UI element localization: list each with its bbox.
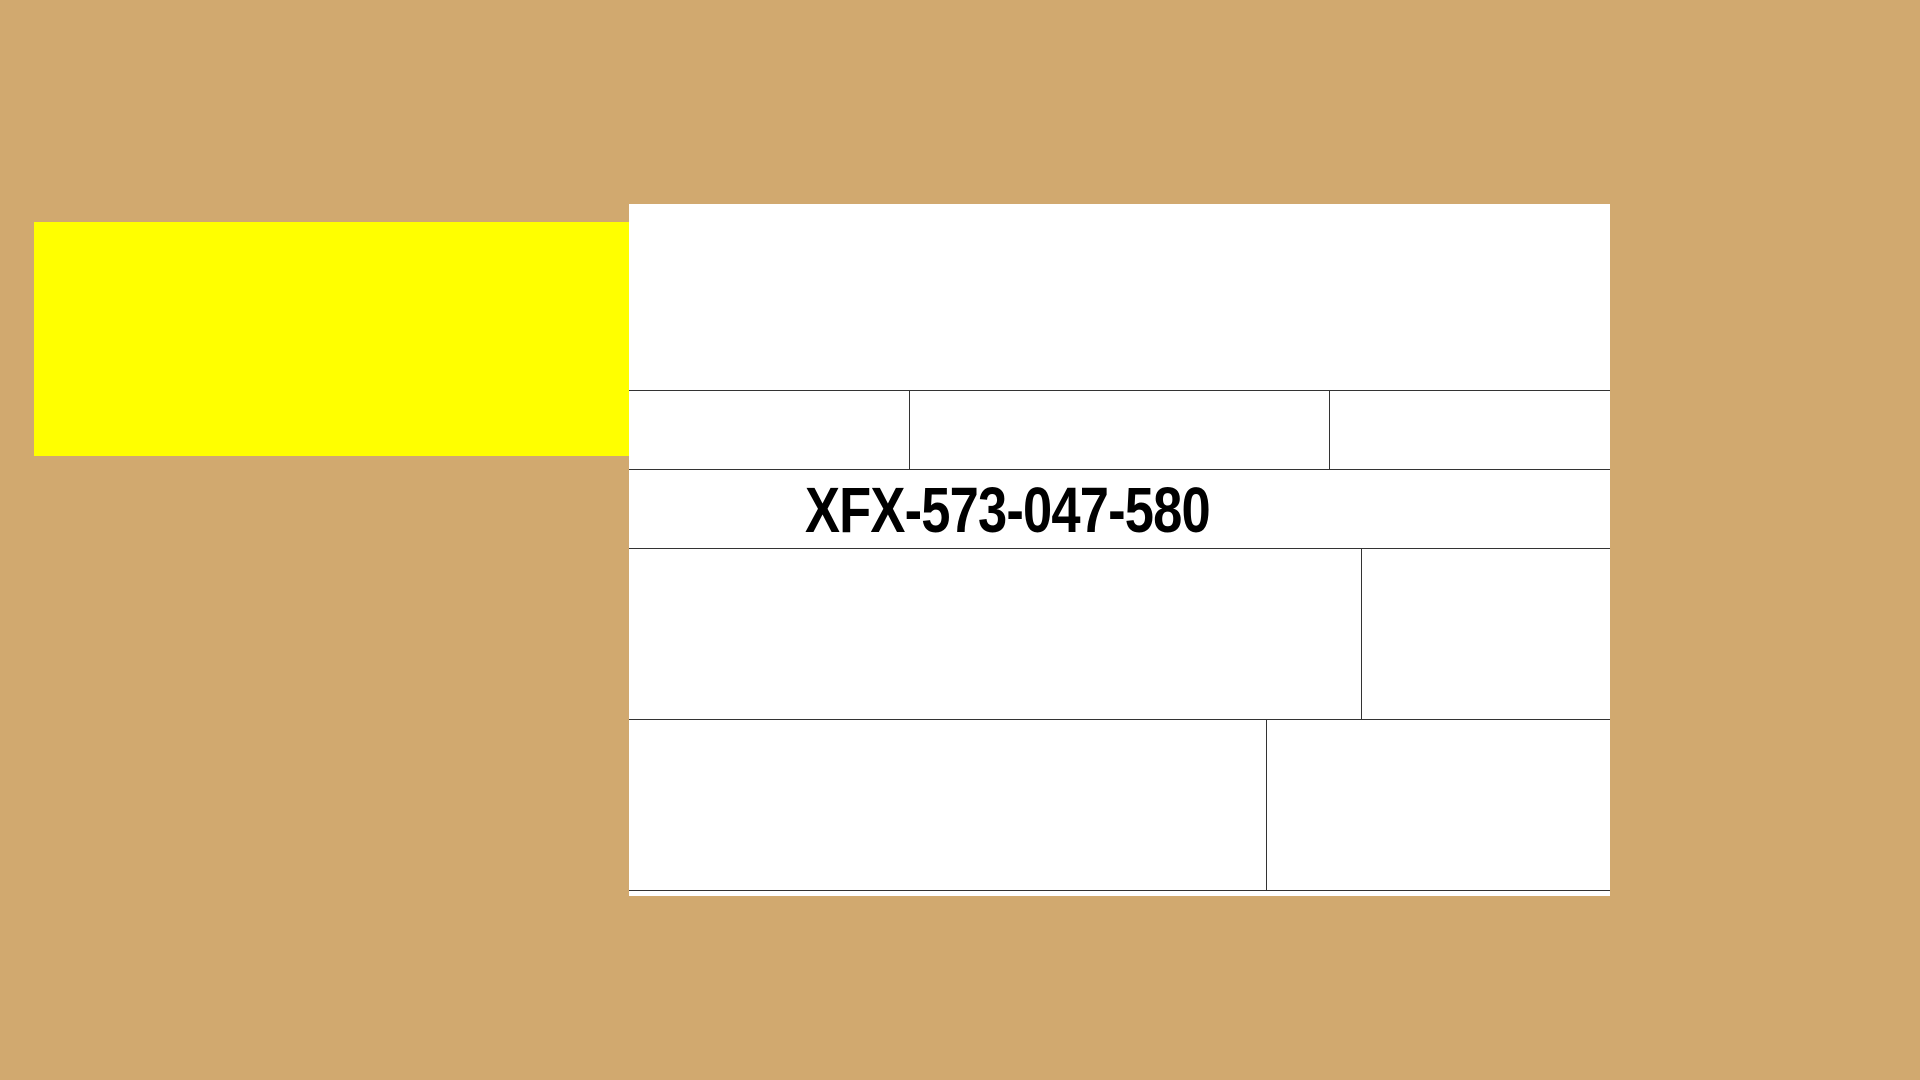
label-info-cell — [909, 391, 910, 469]
label-middle-cell — [1361, 549, 1362, 719]
label-middle-row — [629, 548, 1610, 719]
label-bottom-cell — [1266, 720, 1267, 890]
label-info-cell — [1329, 391, 1330, 469]
label-header-area — [629, 204, 1610, 390]
shipping-label: XFX-573-047-580 — [629, 204, 1610, 896]
tracking-code: XFX-573-047-580 — [805, 474, 1211, 546]
label-bottom-row — [629, 719, 1610, 891]
label-info-row — [629, 390, 1610, 469]
label-code-row: XFX-573-047-580 — [629, 469, 1610, 548]
yellow-tab — [34, 222, 629, 456]
